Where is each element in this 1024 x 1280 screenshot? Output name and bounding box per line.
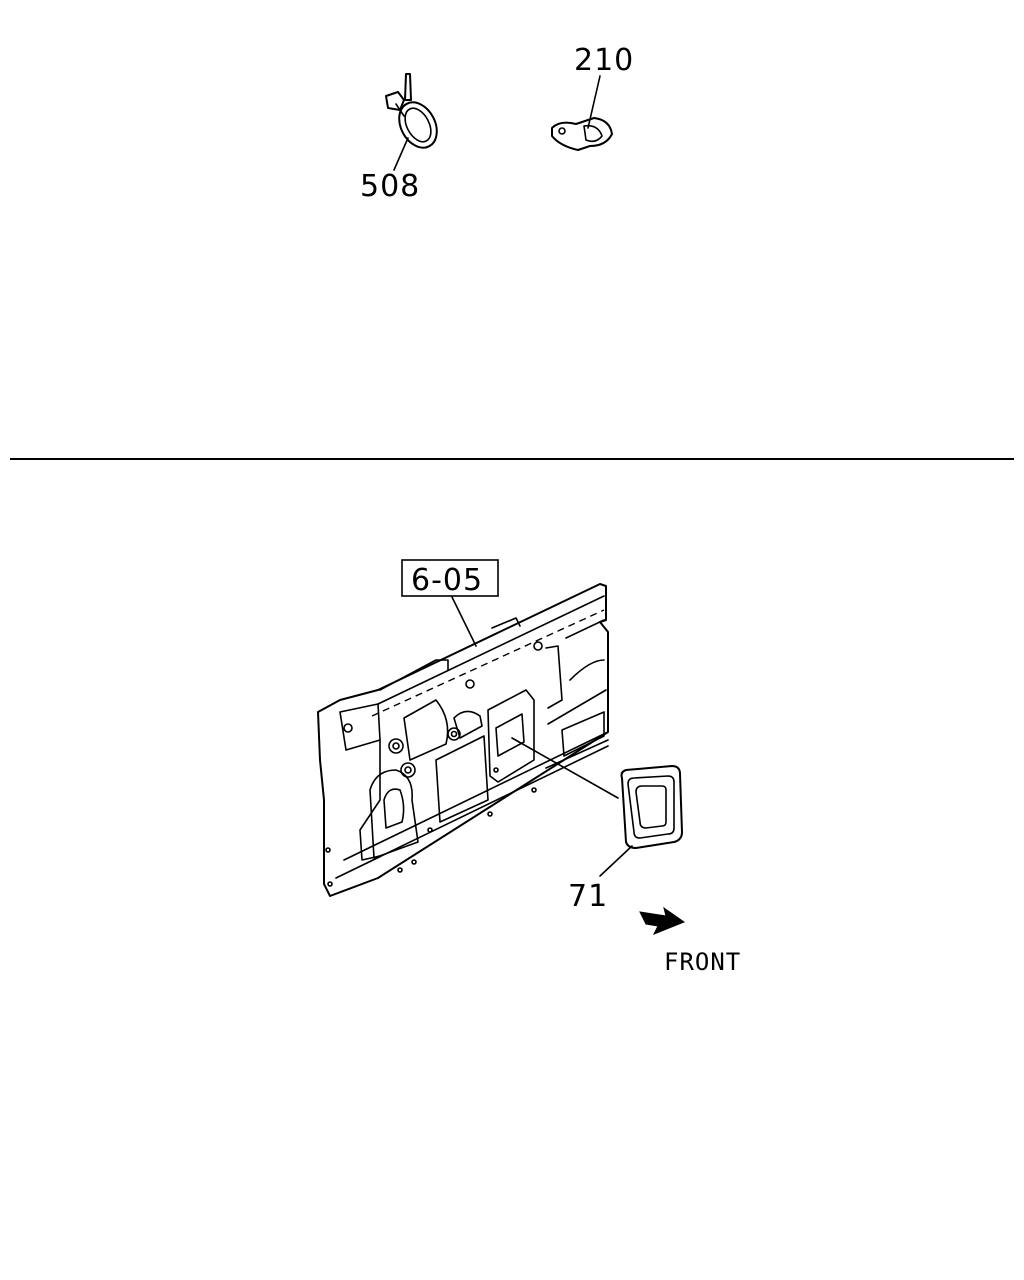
clip-210[interactable] xyxy=(551,117,613,151)
label-6-05-box xyxy=(401,559,499,597)
cab-panel-6-05[interactable] xyxy=(317,583,609,897)
grommet-71[interactable] xyxy=(620,765,683,849)
front-arrow-icon xyxy=(639,906,686,935)
band-clamp-508[interactable] xyxy=(385,73,444,154)
leader-508 xyxy=(393,137,409,171)
label-210: 210 xyxy=(574,43,634,78)
leader-71-to-panel xyxy=(511,737,619,799)
leader-210 xyxy=(587,75,601,129)
front-label: FRONT xyxy=(664,948,741,976)
label-71: 71 xyxy=(568,879,608,914)
leader-6-05 xyxy=(451,596,477,647)
leader-71 xyxy=(599,845,633,877)
label-508: 508 xyxy=(360,169,420,204)
label-6-05: 6-05 xyxy=(411,563,483,598)
